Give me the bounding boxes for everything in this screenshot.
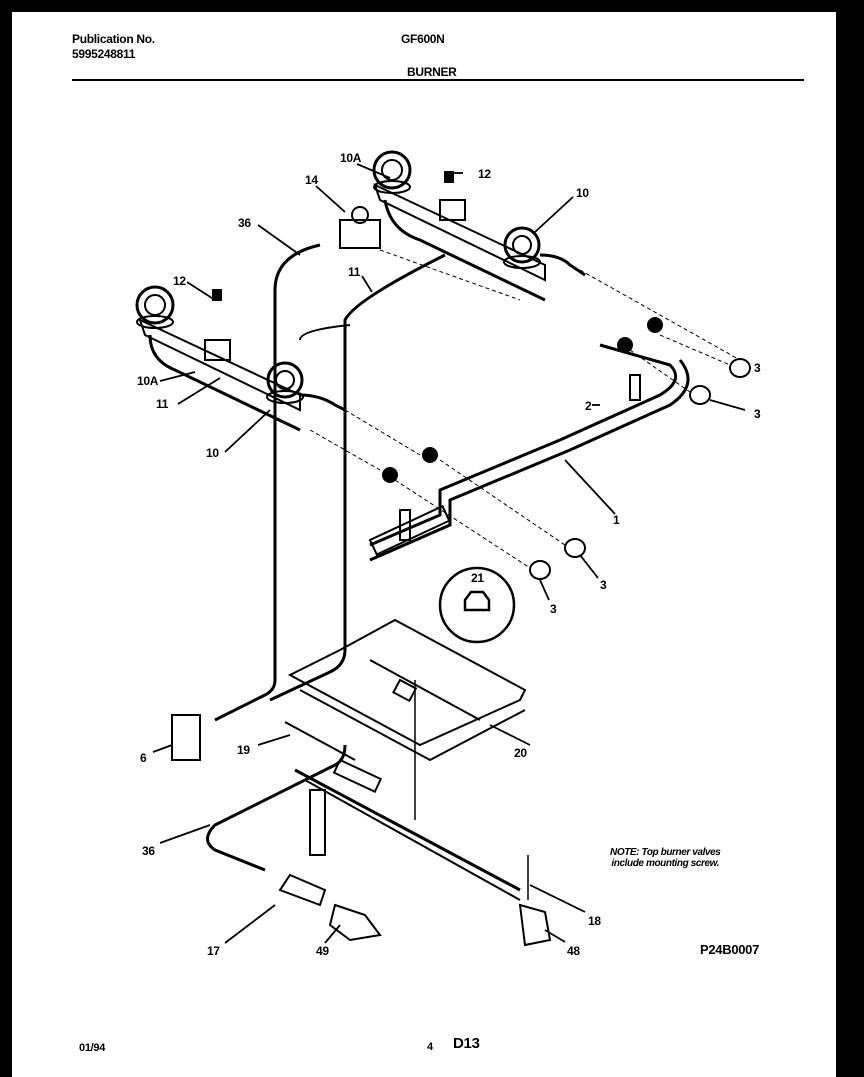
callout-6: 6 <box>140 751 147 765</box>
footer-date: 01/94 <box>79 1042 106 1054</box>
valve-knobs <box>529 358 751 580</box>
callout-3: 3 <box>600 578 607 592</box>
callout-11: 11 <box>156 397 169 411</box>
callout-3: 3 <box>550 602 557 616</box>
callout-14: 14 <box>305 173 318 187</box>
callout-48: 48 <box>567 944 580 958</box>
left-burner-assembly <box>135 285 346 432</box>
callout-10a: 10A <box>137 374 159 388</box>
footer-code: D13 <box>453 1035 480 1052</box>
detail-circle-21 <box>438 566 516 644</box>
assembly-leaders <box>309 249 741 569</box>
publication-label: Publication No. <box>72 32 155 46</box>
callout-3: 3 <box>754 361 761 375</box>
callout-17: 17 <box>207 944 220 958</box>
oven-pipe-assembly <box>206 721 521 907</box>
callout-36: 36 <box>142 844 155 858</box>
footer-page-number: 4 <box>427 1041 433 1053</box>
page-sheet <box>12 12 836 1077</box>
burner-valves <box>382 317 663 483</box>
callout-36: 36 <box>238 216 251 230</box>
callout-10: 10 <box>206 446 219 460</box>
callout-1: 1 <box>613 513 620 527</box>
gas-tubing <box>214 243 446 722</box>
note-line-2: include mounting screw. <box>611 858 720 869</box>
callout-18: 18 <box>588 914 601 928</box>
callout-leaders <box>152 163 746 944</box>
callout-12: 12 <box>173 274 186 288</box>
header-rule <box>72 79 804 81</box>
section-title: BURNER <box>407 65 457 79</box>
callout-21: 21 <box>471 571 484 585</box>
rear-burner-assembly <box>372 150 586 302</box>
callout-10a: 10A <box>340 151 362 165</box>
assembly-note: NOTE: Top burner valves include mounting… <box>610 847 721 869</box>
drawing-number: P24B0007 <box>700 942 760 957</box>
valve-block <box>339 206 381 249</box>
callout-11: 11 <box>348 265 361 279</box>
callout-3: 3 <box>754 407 761 421</box>
callout-49: 49 <box>316 944 329 958</box>
callout-10: 10 <box>576 186 589 200</box>
callout-12: 12 <box>478 167 491 181</box>
callout-20: 20 <box>514 746 527 760</box>
small-parts <box>171 714 552 947</box>
publication-number: 5995248811 <box>72 47 136 61</box>
model-number: GF600N <box>401 32 445 46</box>
callout-2: 2 <box>585 399 592 413</box>
manifold-pipe <box>368 343 690 562</box>
callout-19: 19 <box>237 743 250 757</box>
note-line-1: NOTE: Top burner valves <box>610 847 721 858</box>
